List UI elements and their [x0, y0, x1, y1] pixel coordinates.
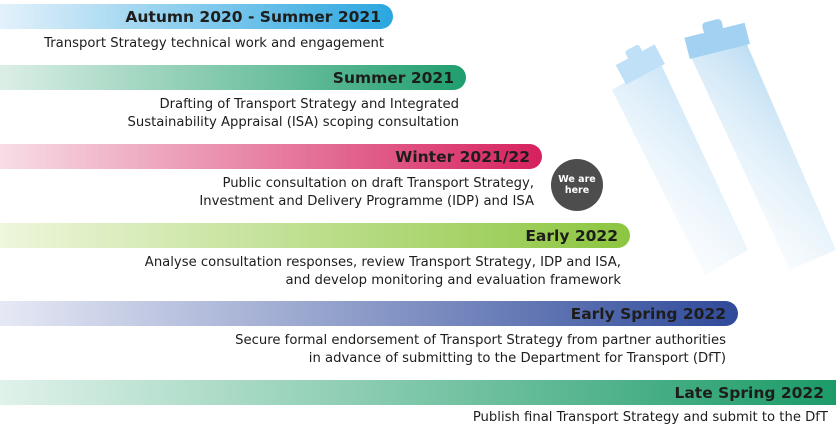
milestone-title: Winter 2021/22	[395, 147, 530, 166]
milestone-bar: Early 2022	[0, 223, 630, 248]
description-line: Transport Strategy technical work and en…	[44, 36, 384, 51]
jigsaw-piece	[615, 44, 665, 85]
milestone-title: Early 2022	[525, 226, 618, 245]
milestone-description: Transport Strategy technical work and en…	[44, 35, 384, 53]
description-line: Secure formal endorsement of Transport S…	[235, 333, 726, 348]
milestone-title: Early Spring 2022	[570, 304, 726, 323]
milestone-title: Autumn 2020 - Summer 2021	[125, 7, 381, 26]
milestone-description: Analyse consultation responses, review T…	[145, 254, 621, 290]
milestone-title: Summer 2021	[332, 68, 454, 87]
milestone-description: Public consultation on draft Transport S…	[199, 175, 534, 211]
description-line: Investment and Delivery Programme (IDP) …	[199, 194, 534, 209]
we-are-here-marker: We are here	[551, 159, 603, 211]
piece-trail	[612, 62, 748, 275]
milestone-bar: Summer 2021	[0, 65, 466, 90]
description-line: and develop monitoring and evaluation fr…	[285, 273, 621, 288]
description-line: Sustainability Appraisal (ISA) scoping c…	[127, 115, 459, 130]
milestone-bar: Early Spring 2022	[0, 301, 738, 326]
milestone-description: Publish final Transport Strategy and sub…	[473, 409, 828, 427]
milestone-bar: Late Spring 2022	[0, 380, 836, 405]
piece-trail	[690, 40, 836, 270]
description-line: in advance of submitting to the Departme…	[308, 351, 726, 366]
milestone-title: Late Spring 2022	[674, 383, 824, 402]
milestone-bar: Winter 2021/22	[0, 144, 542, 169]
milestone-description: Secure formal endorsement of Transport S…	[235, 332, 726, 368]
description-line: Public consultation on draft Transport S…	[222, 176, 534, 191]
jigsaw-piece	[684, 19, 750, 60]
marker-line: We are	[558, 174, 596, 185]
description-line: Analyse consultation responses, review T…	[144, 255, 621, 270]
description-line: Drafting of Transport Strategy and Integ…	[159, 97, 459, 112]
marker-line: here	[564, 185, 590, 196]
milestone-description: Drafting of Transport Strategy and Integ…	[128, 96, 459, 132]
milestone-bar: Autumn 2020 - Summer 2021	[0, 4, 393, 29]
description-line: Publish final Transport Strategy and sub…	[472, 410, 828, 425]
